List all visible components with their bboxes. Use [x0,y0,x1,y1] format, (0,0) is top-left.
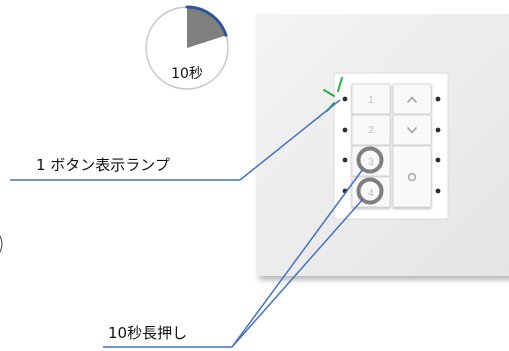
indicator-dot [435,157,441,163]
wall-plate: 1 2 3 4 [256,14,509,276]
keypad-button-2[interactable]: 2 [351,114,391,146]
lamp-label: 1 ボタン表示ランプ [36,156,170,174]
button-2-label: 2 [368,125,374,136]
indicator-dot [342,157,348,163]
button-4-label: 4 [368,188,374,199]
timer-elapsed-arc [185,5,228,37]
indicator-dot [342,96,348,102]
hold-leader-line-4 [231,198,364,348]
highlight-ring-button-3 [356,146,384,174]
timer-pie-icon: 10秒 [145,5,229,90]
circle-icon [407,172,417,182]
indicator-dot [342,127,348,133]
highlight-ring-button-4 [356,177,384,205]
button-1-label: 1 [368,95,374,106]
indicator-dot [435,96,441,102]
timer-label: 10秒 [171,66,203,82]
hold-label: 10秒長押し [108,324,187,342]
chevron-down-icon [407,127,417,134]
indicator-dot [435,188,441,194]
center-button[interactable] [392,145,432,208]
timer-wedge [187,7,226,48]
keypad-button-1[interactable]: 1 [351,83,391,115]
hold-callout: 10秒長押し [103,168,364,348]
hold-leader-line-3 [231,168,364,348]
indicator-dot [435,127,441,133]
button-3-label: 3 [368,157,374,168]
lamp-callout: 1 ボタン表示ランプ [10,99,341,181]
edge-bracket [0,235,3,253]
chevron-up-icon [407,96,417,103]
up-button[interactable] [392,83,432,115]
lamp-leader-line [239,99,341,181]
down-button[interactable] [392,114,432,146]
